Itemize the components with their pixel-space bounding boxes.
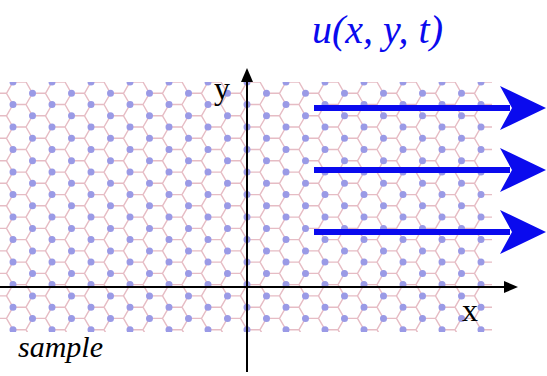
flow-arrows [314,86,546,254]
axis-label: x [462,294,478,326]
axis-label: y [214,72,230,104]
field-label: u(x, y, t) [312,10,443,50]
axes [0,68,518,372]
region-label: sample [18,332,103,362]
